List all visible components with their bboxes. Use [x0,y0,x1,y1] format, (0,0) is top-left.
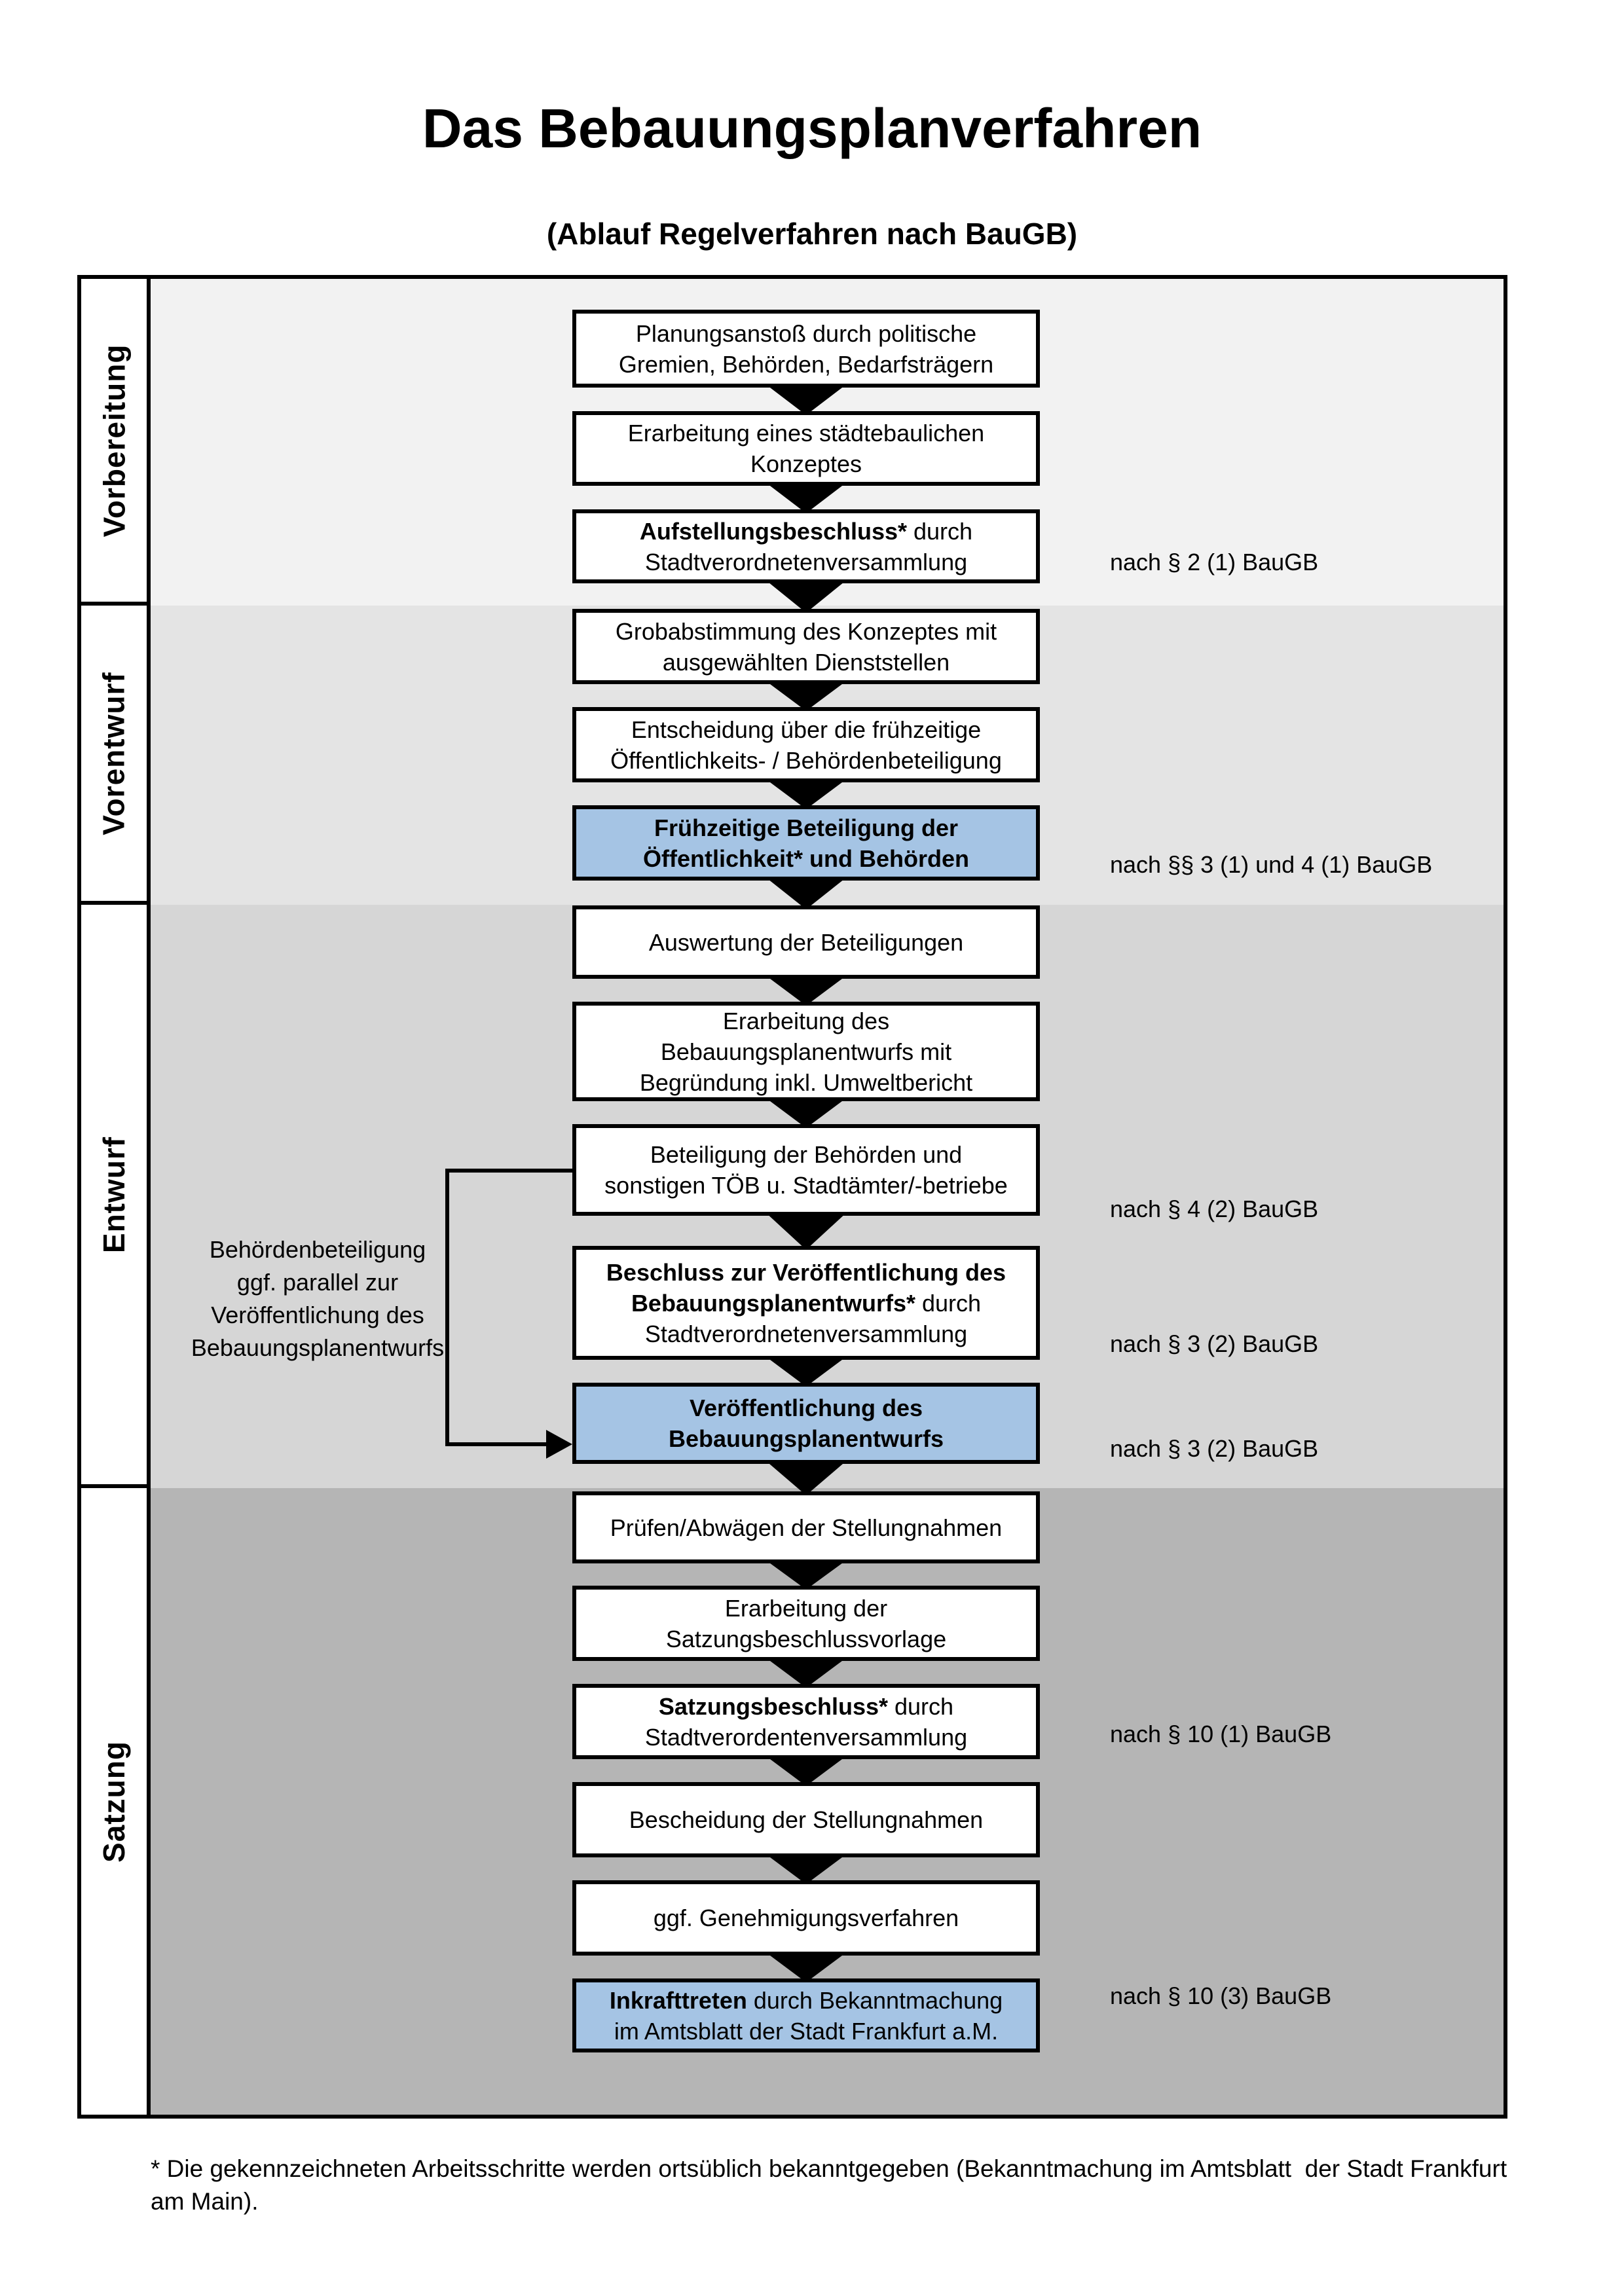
flow-box-text-line: Veröffentlichung des [689,1394,923,1421]
flow-box-text-line: Prüfen/Abwägen der Stellungnahmen [610,1514,1003,1541]
page-subtitle: (Ablauf Regelverfahren nach BauGB) [546,217,1078,251]
flow-box-text-line: Bebauungsplanentwurfs mit [660,1038,952,1065]
flow-arrow-down-icon [765,877,847,909]
parallel-procedure-note-line: ggf. parallel zur [236,1269,399,1296]
flow-arrow-down-icon [765,1952,847,1982]
flow-box-text-line: Frühzeitige Beteiligung der [654,814,959,841]
parallel-bracket-arrowhead-icon [546,1430,572,1459]
law-reference: nach §§ 3 (1) und 4 (1) BauGB [1110,851,1433,878]
phase-label-cell-satzung: Satzung [81,1488,151,2115]
flow-arrow-down-icon [765,1097,847,1128]
law-reference: nach § 4 (2) BauGB [1110,1195,1319,1222]
law-reference: nach § 3 (2) BauGB [1110,1435,1319,1462]
phase-label-cell-entwurf: Entwurf [81,905,151,1488]
flow-arrow-down-icon [765,975,847,1006]
flow-arrow-down-icon [765,1460,847,1495]
flow-box-text-line: Erarbeitung der [724,1594,888,1622]
flow-box-bescheidung-stellungnahmen: Bescheidung der Stellungnahmen [572,1782,1040,1857]
flow-arrow-down-icon [765,1657,847,1688]
flow-box-beteiligung-behoerden-toeb: Beteiligung der Behörden und sonstigen TÖ… [572,1124,1040,1216]
law-reference: nach § 2 (1) BauGB [1110,549,1319,575]
flow-box-text-line: Erarbeitung eines städtebaulichen [627,420,985,446]
flow-box-text-line: Öffentlichkeits- / Behördenbeteiligung [610,746,1002,774]
flow-arrow-down-icon [765,579,847,613]
law-reference: nach § 10 (3) BauGB [1110,1982,1332,2009]
flow-box-text-line: Bebauungsplanentwurfs [668,1425,944,1452]
flow-box-inkrafttreten: Inkrafttreten durch Bekanntmachung im Amt… [572,1978,1040,2052]
flow-box-auswertung-beteiligungen: Auswertung der Beteiligungen [572,905,1040,979]
flow-box-text-line: Entscheidung über die frühzeitige [631,716,982,743]
flow-box-text-line: Begründung inkl. Umweltbericht [639,1068,973,1096]
flow-box-text-line: Beteiligung der Behörden und [650,1141,963,1168]
flow-box-pruefen-abwaegen-stellungnahmen: Prüfen/Abwägen der Stellungnahmen [572,1491,1040,1563]
flow-arrow-down-icon [765,482,847,513]
flow-arrow-down-icon [765,1755,847,1786]
flow-box-text-line: Satzungsbeschluss* durch [658,1692,954,1720]
law-reference: nach § 10 (1) BauGB [1110,1721,1332,1747]
flow-box-text-line: Bebauungsplanentwurfs* durch [631,1289,982,1317]
flow-arrow-down-icon [765,1356,847,1387]
flow-box-text-line: Auswertung der Beteiligungen [648,928,964,956]
flow-box-text-line: Stadtverordnetenversammlung [644,548,968,575]
parallel-procedure-note-line: Bebauungsplanentwurfs [191,1334,445,1361]
flow-box-text-line: Aufstellungsbeschluss* durch [639,517,973,545]
footnote: * Die gekennzeichneten Arbeitsschritte w… [151,2155,1514,2215]
phase-label-cell-vorbereitung: Vorbereitung [81,279,151,606]
flow-box-text-line: Gremien, Behörden, Bedarfsträgern [618,350,994,378]
flow-arrow-down-icon [765,1853,847,1884]
flow-box-text-line: ggf. Genehmigungsverfahren [653,1904,959,1931]
flow-arrow-down-icon [765,384,847,415]
page-title: Das Bebauungsplanverfahren [422,98,1202,159]
parallel-procedure-note-line: Behördenbeteiligung [209,1236,426,1263]
flow-box-grobabstimmung: Grobabstimmung des Konzeptes mit ausgewäh… [572,609,1040,684]
flow-box-text-line: Inkrafttreten durch Bekanntmachung [609,1986,1003,2014]
flow-box-text-line: Satzungsbeschlussvorlage [665,1625,947,1652]
flow-box-text-line: Planungsanstoß durch politische [635,319,977,347]
flow-box-text-line: sonstigen TÖB u. Stadtämter/-betriebe [604,1172,1008,1199]
parallel-bracket-vertical-line [445,1169,449,1446]
flow-box-text-line: Stadtverordnetenversammlung [644,1320,968,1347]
flow-box-text-line: ausgewählten Dienststellen [662,648,950,676]
flow-arrow-down-icon [765,680,847,711]
flow-box-text-line: Konzeptes [750,450,862,477]
flow-box-text-line: Erarbeitung des [722,1007,890,1034]
parallel-bracket-bottom-line [445,1442,547,1446]
flow-box-text-line: Beschluss zur Veröffentlichung des [606,1258,1006,1286]
flow-arrow-down-icon [765,1212,847,1250]
flow-box-text-line: im Amtsblatt der Stadt Frankfurt a.M. [614,2017,999,2045]
parallel-procedure-note-line: Veröffentlichung des [211,1302,424,1328]
flow-box-text-line: Stadtverordentenversammlung [644,1723,968,1751]
flow-arrow-down-icon [765,778,847,809]
law-reference: nach § 3 (2) BauGB [1110,1330,1319,1357]
flow-box-text-line: Öffentlichkeit* und Behörden [642,845,970,872]
phase-label-cell-vorentwurf: Vorentwurf [81,606,151,905]
flow-box-text-line: Grobabstimmung des Konzeptes mit [615,617,997,645]
flow-box-text-line: Bescheidung der Stellungnahmen [629,1806,984,1833]
flow-arrow-down-icon [765,1559,847,1590]
flow-box-genehmigungsverfahren: ggf. Genehmigungsverfahren [572,1880,1040,1956]
parallel-bracket-top-line [445,1169,572,1173]
